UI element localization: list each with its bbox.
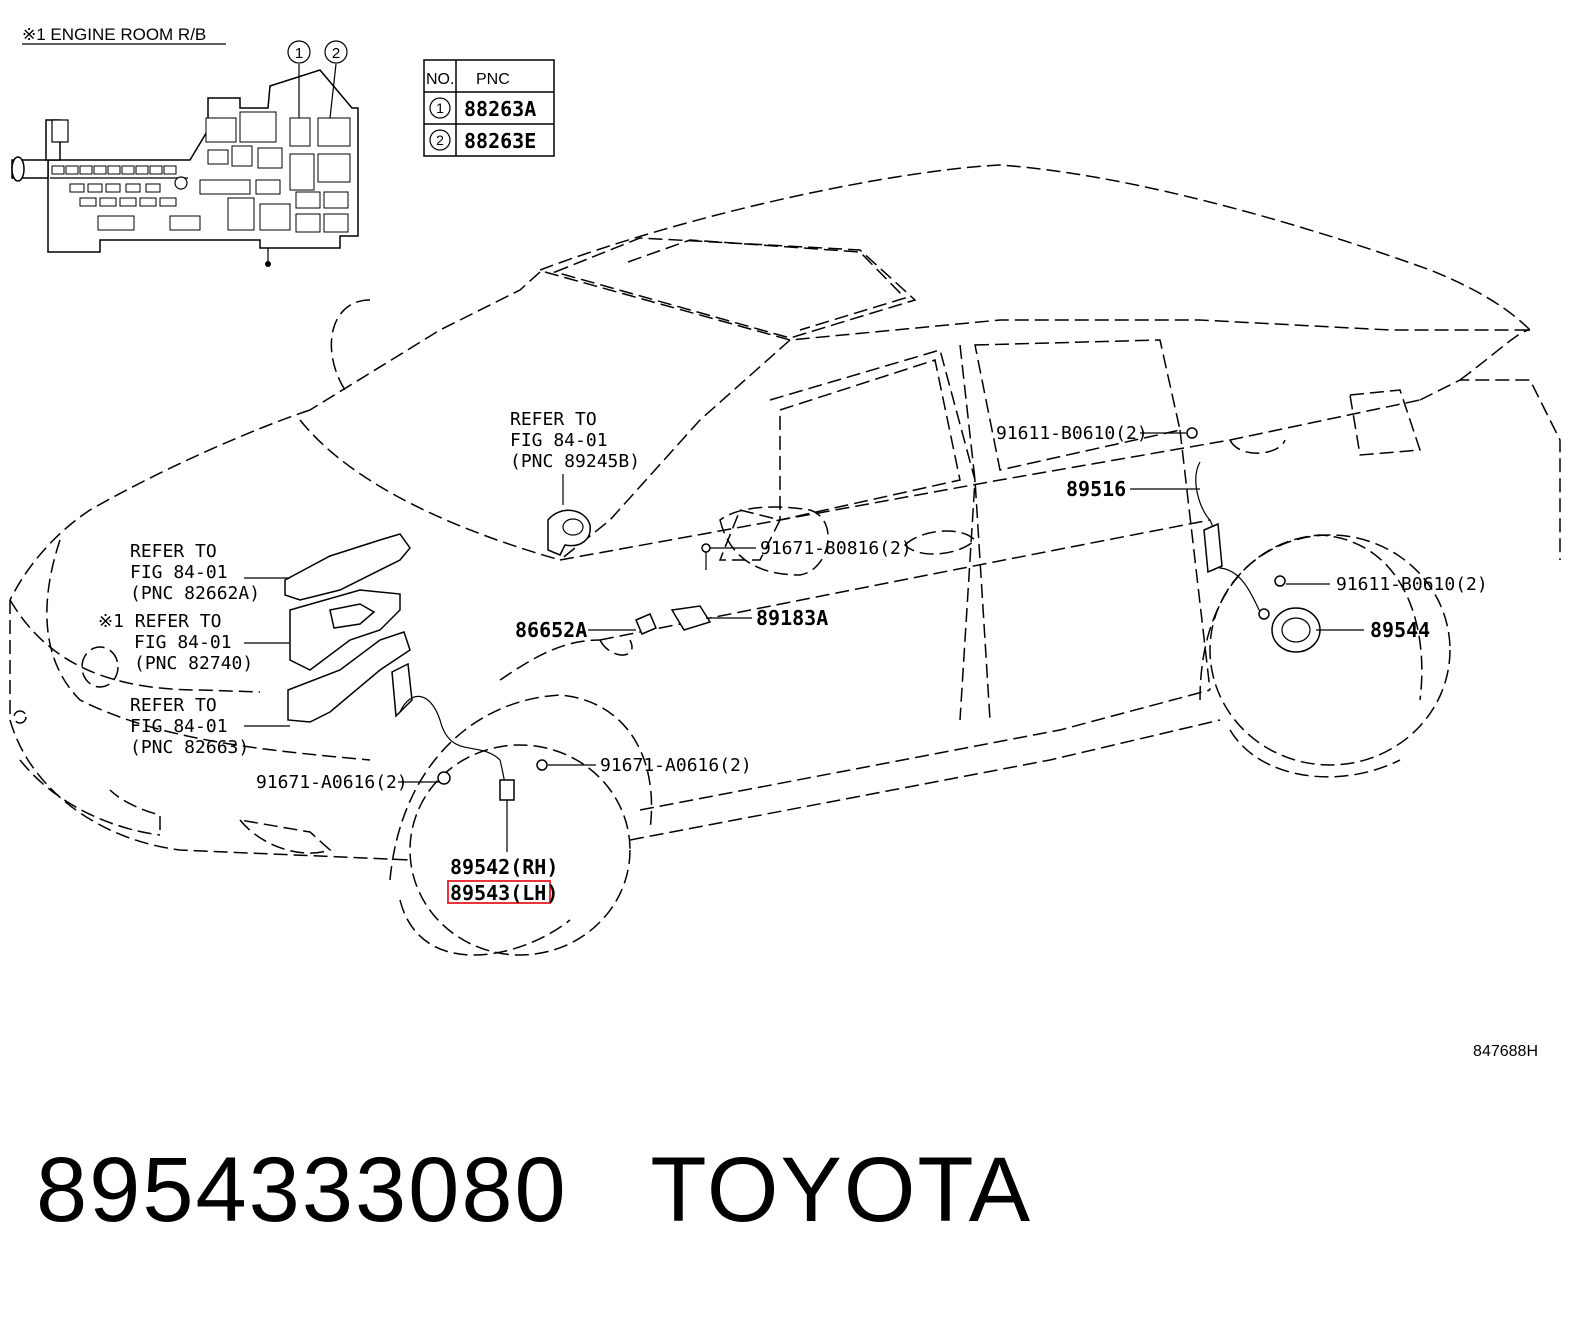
callout-82662a-line2: FIG 84-01 [130,562,228,583]
callout-89245b-line3: (PNC 89245B) [510,451,640,472]
pnc-table-row-2-no: 2 [436,132,444,148]
label-89543-lh: 89543(LH) [450,881,558,905]
label-91611-b0610-right: 91611-B0610(2) [1336,574,1488,595]
pnc-table-header-pnc: PNC [476,71,510,88]
part-drawings [284,427,1321,801]
car-body-outline [9,164,1561,956]
pnc-table-row-2-pnc: 88263E [464,129,536,153]
pnc-table-row-1-no: 1 [436,100,444,116]
label-89542-rh: 89542(RH) [450,855,558,879]
relay-box-illustration: 1 2 [11,40,359,267]
engine-room-title: ※1 ENGINE ROOM R/B [22,25,206,44]
callout-82740: ※1 REFER TO FIG 84-01 (PNC 82740) [98,611,253,674]
callout-82740-line3: (PNC 82740) [134,653,253,674]
callout-82663: REFER TO FIG 84-01 (PNC 82663) [130,695,249,758]
pnc-table-header-no: NO. [426,71,454,88]
label-91671-a0616-mid: 91671-A0616(2) [600,755,752,776]
callout-82663-line2: FIG 84-01 [130,716,228,737]
relay-callout-1: 1 [295,45,303,62]
brand-name: TOYOTA [650,1139,1033,1241]
callout-82740-line2: FIG 84-01 [134,632,232,653]
label-91671-80816: 91671-80816(2) [760,538,912,559]
pnc-table-row-1-pnc: 88263A [464,97,536,121]
part-number-title: 8954333080 TOYOTA [36,1138,1032,1243]
relay-callout-2: 2 [332,45,340,62]
reference-code: 847688H [1473,1043,1538,1060]
callout-82662a: REFER TO FIG 84-01 (PNC 82662A) [130,541,260,604]
label-86652a: 86652A [515,618,587,642]
callout-82663-line3: (PNC 82663) [130,737,249,758]
callout-82663-line1: REFER TO [130,695,217,716]
label-89516: 89516 [1066,477,1126,501]
callout-89245b: REFER TO FIG 84-01 (PNC 89245B) [510,409,640,472]
callout-89245b-line2: FIG 84-01 [510,430,608,451]
callout-89245b-line1: REFER TO [510,409,597,430]
part-number: 8954333080 [36,1139,568,1241]
pnc-table: NO. PNC 1 88263A 2 88263E [423,59,555,157]
label-91611-b0610-top: 91611-B0610(2) [996,423,1148,444]
callout-82662a-line1: REFER TO [130,541,217,562]
label-89183a: 89183A [756,606,828,630]
leader-lines [244,432,1364,852]
label-91671-a0616-left: 91671-A0616(2) [256,772,408,793]
label-89544: 89544 [1370,618,1430,642]
callout-82740-line1: ※1 REFER TO [98,611,221,632]
callout-82662a-line3: (PNC 82662A) [130,583,260,604]
highlight-box [447,880,551,904]
